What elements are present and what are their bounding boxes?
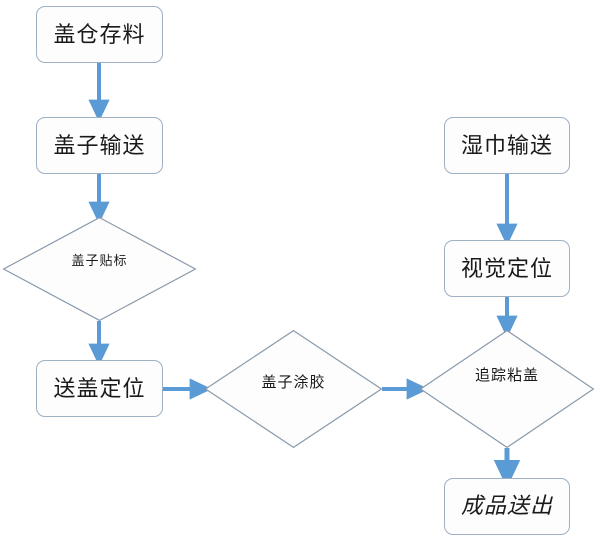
diamond-shape bbox=[2, 216, 197, 322]
node-label: 成品送出 bbox=[460, 493, 553, 519]
node-label: 盖仓存料 bbox=[53, 21, 146, 47]
diamond-shape bbox=[419, 329, 595, 449]
diamond-shape bbox=[204, 329, 383, 449]
node-label: 盖子贴标 bbox=[71, 253, 128, 268]
node-label: 追踪粘盖 bbox=[474, 367, 539, 384]
node-label: 盖子涂胶 bbox=[261, 374, 326, 391]
node-label: 湿巾输送 bbox=[460, 132, 553, 158]
node-gaizi-tiebiao[interactable]: 盖子贴标 bbox=[2, 216, 197, 322]
node-gaicang-cunliao[interactable]: 盖仓存料 bbox=[36, 6, 163, 63]
node-label: 送盖定位 bbox=[53, 375, 146, 401]
node-zhuizong-zhangai[interactable]: 追踪粘盖 bbox=[419, 329, 595, 449]
node-songgai-dingwei[interactable]: 送盖定位 bbox=[36, 360, 163, 417]
node-gaizi-shusong[interactable]: 盖子输送 bbox=[36, 117, 163, 174]
node-chengpin-songchu[interactable]: 成品送出 bbox=[444, 478, 570, 535]
node-shijin-shusong[interactable]: 湿巾输送 bbox=[444, 117, 570, 174]
node-label: 盖子输送 bbox=[53, 132, 146, 158]
node-label: 视觉定位 bbox=[460, 255, 553, 281]
node-shijue-dingwei[interactable]: 视觉定位 bbox=[444, 240, 570, 297]
node-gaizi-tujiao[interactable]: 盖子涂胶 bbox=[204, 329, 383, 449]
